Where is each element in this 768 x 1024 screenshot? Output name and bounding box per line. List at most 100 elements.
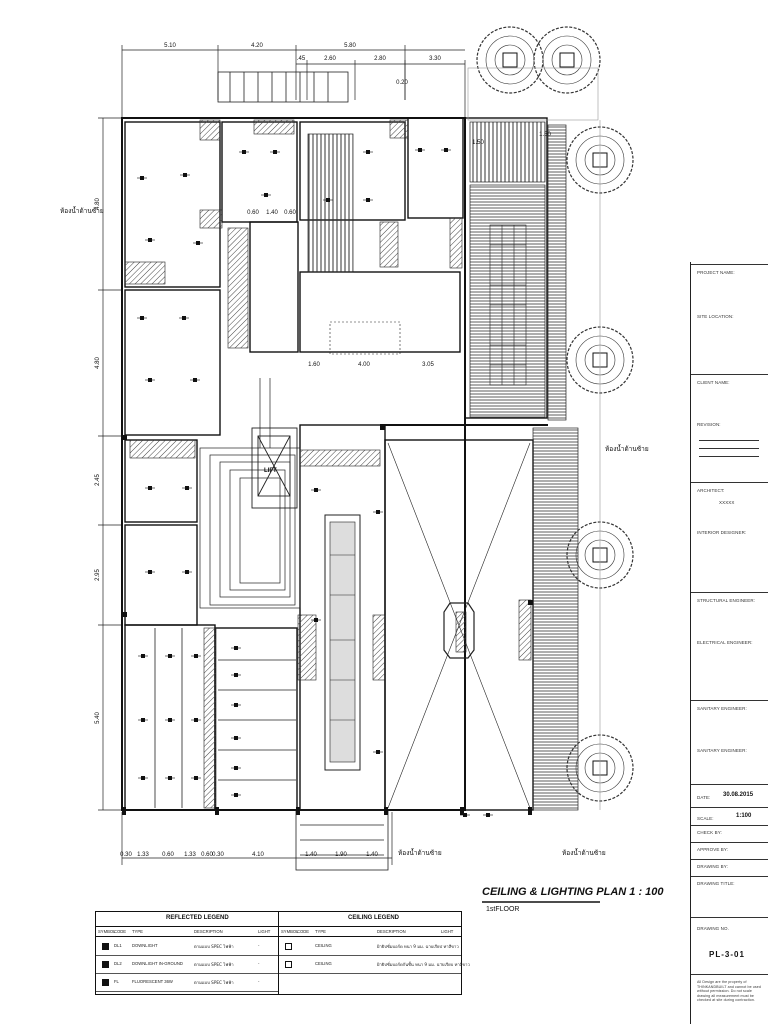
date-value: 30.08.2015 [723,792,754,798]
tree-symbol [476,26,544,94]
legend-header-cell: LIGHT [441,929,454,934]
top-louver [217,71,349,103]
drawing-title: CEILING & LIGHTING PLAN 1 : 100 [482,886,664,898]
downlight-symbol [145,486,155,490]
downlight-symbol [231,673,241,677]
legend-row-rule [279,955,461,956]
legend-light-cell: - [258,943,260,948]
approve-label: APPROVE BY: [697,847,729,852]
left-dimension-labels: 4.804.802.452.955.40 [95,198,101,724]
legend-type-cell: FLUORESCENT 36W [132,979,173,984]
legend-header-rule [96,926,461,927]
left-dimension-lines [98,117,122,811]
dim-bottom-6: 4.10 [252,852,264,858]
legend-desc-cell: ฝ้ายิปซั่มบอร์ด หนา 9 มม. ฉาบเรียบ ทาสีข… [377,944,459,949]
dim-bottom-4: 0.60 [201,852,213,858]
dim-top-b-0: .45 [297,56,306,62]
drawing-title-label: DRAWING TITLE: [697,881,735,886]
tb-field-label: ELECTRICAL ENGINEER: [697,640,753,645]
tb-rule-title [691,876,768,877]
dim-inner-6: 1.50 [472,140,484,146]
front-steps [295,809,389,871]
downlight-symbol [363,150,373,154]
downlight-symbol [231,646,241,650]
legend-light-cell: - [258,979,260,984]
dim-left-1: 4.80 [95,357,101,369]
dim-left-2: 2.45 [95,474,101,486]
dim-inner-7: 1.50 [539,132,551,138]
downlight-symbol [191,654,201,658]
revision-rule [699,456,759,457]
tb-field-label: STRUCTURAL ENGINEER: [697,598,756,603]
downlight-symbol [137,176,147,180]
tb-rule [691,264,768,265]
legend-symbol [102,979,109,986]
tb-field-label: CLIENT NAME: [697,380,730,385]
downlight-symbol [231,793,241,797]
callout-label-bottom-b: ห้องน้ำด้านซ้าย [562,849,606,857]
downlight-symbol [261,193,271,197]
revision-rule [699,448,759,449]
dim-top-b-1: 2.60 [324,56,336,62]
legend-header-cell: TYPE [315,929,326,934]
downlight-symbol [483,813,493,817]
grid-ceilings [324,224,527,771]
downlight-symbol [363,198,373,202]
legend-code-cell: FL [114,979,119,984]
downlight-symbol [138,776,148,780]
callout-label-left: ห้องน้ำด้านซ้าย [60,207,104,215]
legend-desc-cell: ตามแบบ SPEC ไฟฟ้า [194,962,234,967]
dim-bottom-3: 1.33 [184,852,196,858]
legend-symbol [102,943,109,950]
dim-top-b-2: 2.80 [374,56,386,62]
callout-label-right: ห้องน้ำด้านซ้าย [605,445,649,453]
light-fixtures [137,148,493,817]
dim-bottom-0: 0.30 [120,852,132,858]
legend-desc-cell: ฝ้ายิปซั่มบอร์ดกันชื้น หนา 9 มม. ฉาบเรีย… [377,962,470,967]
legend-type-cell: CEILING [315,961,332,966]
legend-symbol [102,961,109,968]
drawing-number: PL-3-01 [709,950,745,959]
drawing-subtitle: 1stFLOOR [486,906,520,913]
tb-field-label: REVISION: [697,422,721,427]
legend-header-cell: LIGHT [258,929,271,934]
downlight-symbol [182,486,192,490]
dim-inner-1: 1.40 [266,210,278,216]
tb-rule-check [691,825,768,826]
downlight-symbol [191,718,201,722]
downlight-symbol [311,488,321,492]
tb-rule-no [691,917,768,918]
dim-bottom-2: 0.60 [162,852,174,858]
dim-inner-3: 1.60 [308,362,320,368]
tb-rule [691,700,768,701]
legend-row-rule [279,973,461,974]
legend-col-rule [96,936,461,937]
dim-inner-2: 0.60 [284,210,296,216]
legend-header-cell: CODE [297,929,310,934]
downlight-symbol [311,618,321,622]
downlight-symbol [373,510,383,514]
ceiling-legend-title: CEILING LEGEND [348,915,400,921]
stair [199,378,301,609]
lift-shaft [251,427,298,509]
tb-field-label: SANITARY ENGINEER: [697,748,747,753]
downlight-symbol [270,150,280,154]
downlight-symbol [165,654,175,658]
slatted-ceilings [307,121,579,811]
downlight-symbol [415,148,425,152]
column-markers [122,425,533,815]
check-label: CHECK BY: [697,830,722,835]
bottom-dimension-lines [121,812,393,865]
tb-rule-note [691,974,768,975]
landscape-trees [476,26,634,802]
downlight-symbol [137,316,147,320]
drawn-label: DRAWING BY: [697,864,728,869]
dim-left-4: 5.40 [95,712,101,724]
downlight-symbol [373,750,383,754]
legend-light-cell: - [258,961,260,966]
dim-bottom-1: 1.33 [137,852,149,858]
scale-value: 1:100 [736,813,752,819]
